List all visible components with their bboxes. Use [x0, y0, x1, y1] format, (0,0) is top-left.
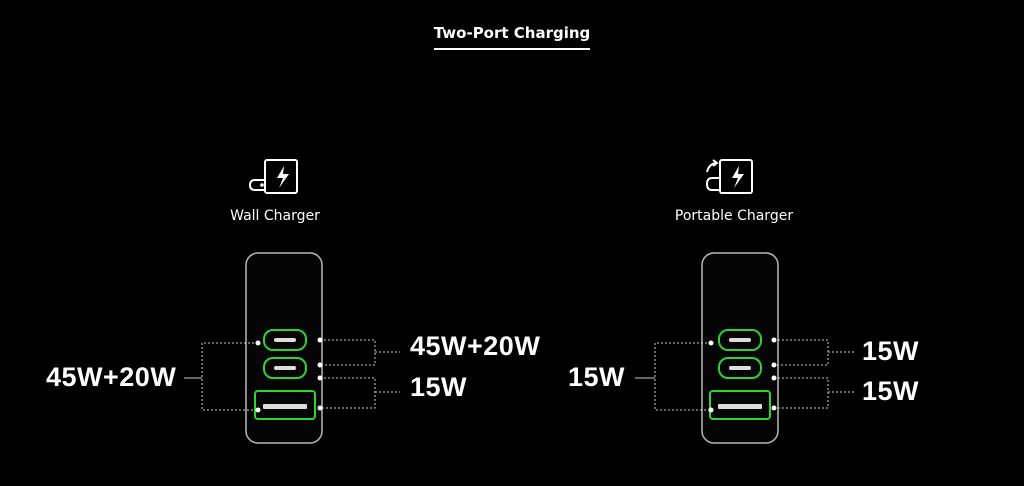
portable-output-label-2: 15W — [862, 376, 920, 406]
wall-output-label-2: 15W — [410, 372, 468, 402]
wall-input-label: 45W+20W — [46, 362, 177, 392]
page-title: Two-Port Charging — [0, 24, 1024, 50]
wall-plug-lightning-icon — [248, 159, 298, 194]
usb-a-port — [254, 390, 316, 420]
portable-charger-device — [701, 252, 779, 444]
wall-charger-device — [245, 252, 323, 444]
portable-charger-connectors — [635, 339, 855, 411]
usb-a-port — [709, 390, 771, 420]
usb-c-port-1 — [718, 329, 762, 351]
portable-connector-dots — [708, 337, 777, 413]
usb-c-port-1 — [263, 329, 307, 351]
wall-connector-dots — [255, 337, 323, 413]
wall-charger-connectors — [184, 339, 400, 411]
portable-input-label: 15W — [568, 362, 626, 392]
usb-c-port-2 — [263, 357, 307, 379]
wall-charger-caption: Wall Charger — [230, 208, 320, 224]
title-text: Two-Port Charging — [433, 24, 591, 50]
portable-output-label-1: 15W — [862, 336, 920, 366]
wall-output-label-1: 45W+20W — [410, 331, 541, 361]
usb-c-port-2 — [718, 357, 762, 379]
portable-lightning-icon — [705, 159, 753, 194]
portable-charger-caption: Portable Charger — [674, 208, 794, 224]
